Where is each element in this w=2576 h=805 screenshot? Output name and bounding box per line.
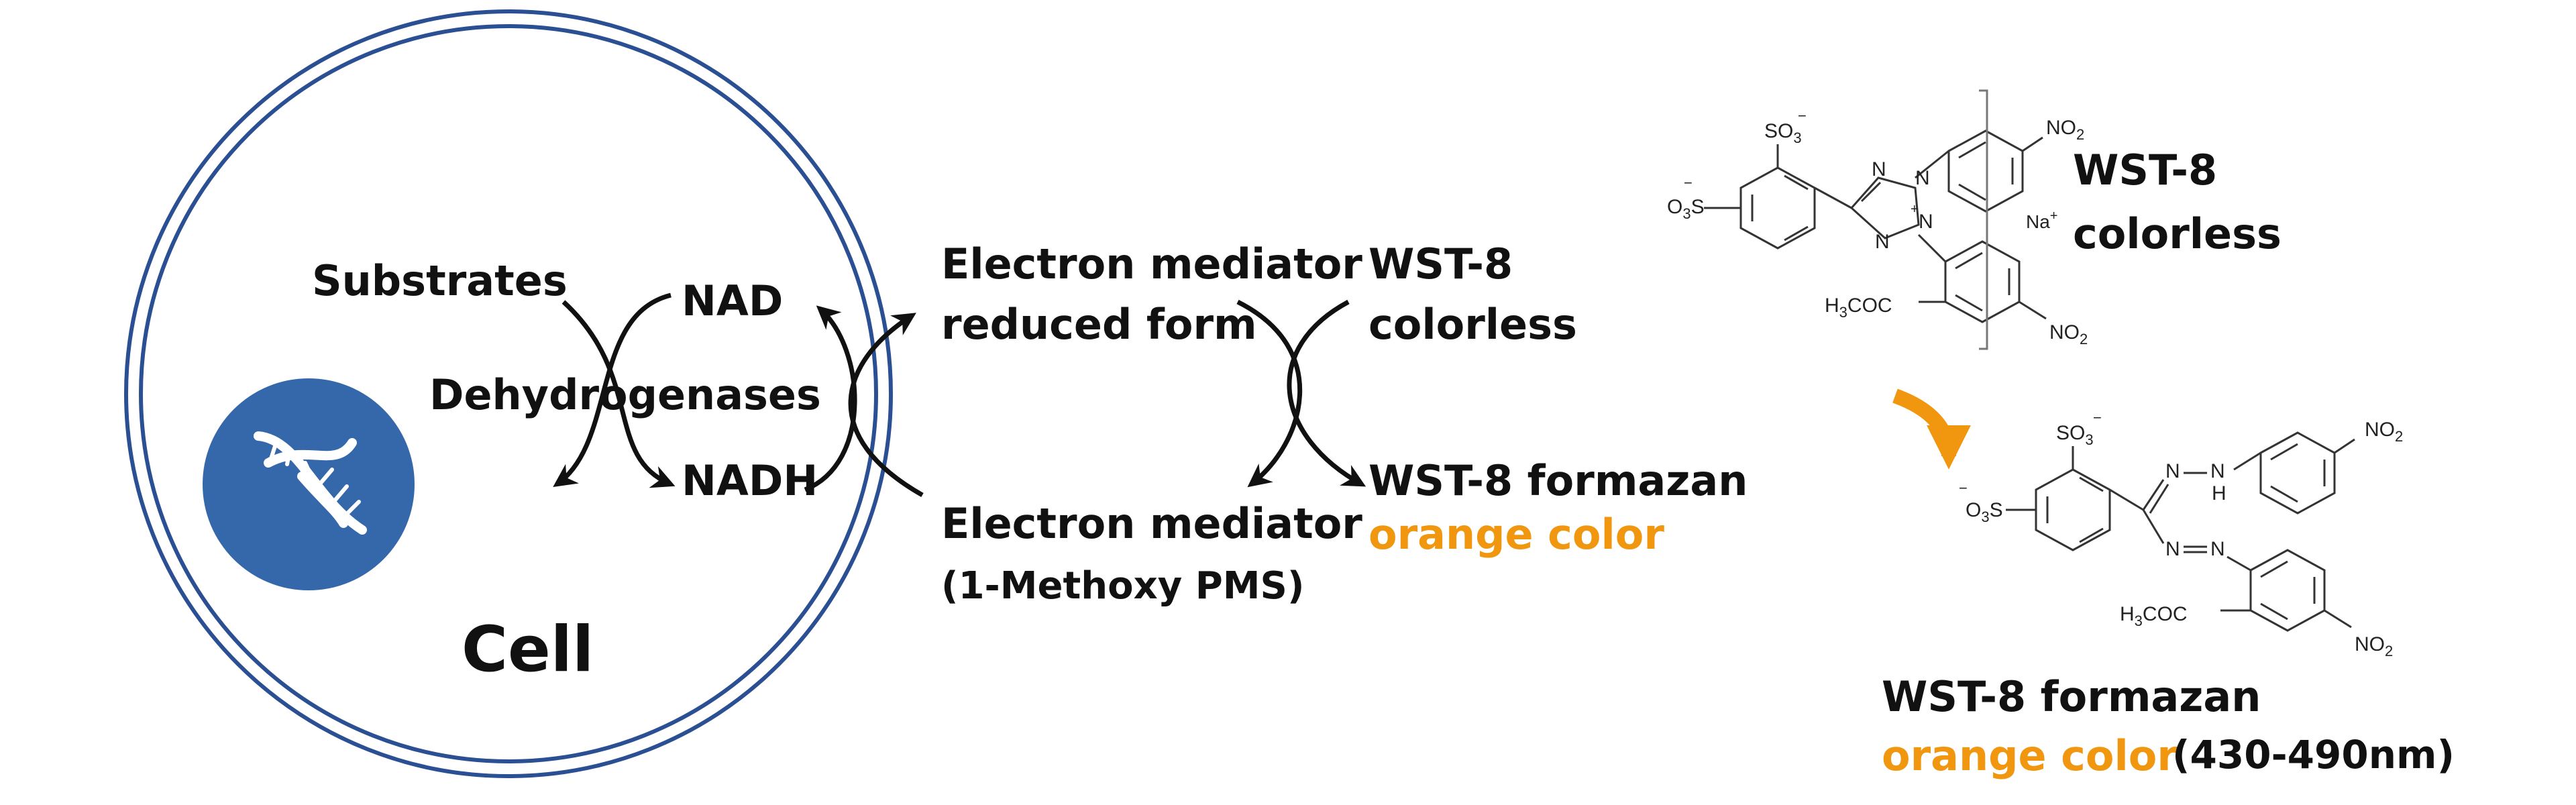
- nadh-label: NADH: [682, 456, 818, 505]
- so3-upper: SO3: [1764, 120, 1802, 146]
- so3-left: O3S: [1667, 196, 1705, 222]
- formazan-n-b: N: [2210, 460, 2225, 482]
- formazan-no2-top: NO2: [2365, 419, 2403, 445]
- dna-icon: [254, 431, 367, 535]
- mediator-group: Electron mediator reduced form Electron …: [941, 239, 1748, 608]
- formazan-so3-left-minus: −: [1959, 480, 1968, 496]
- mediator-oxidized-line1: Electron mediator: [941, 499, 1362, 548]
- dehydrogenase-reaction-arrows: [553, 292, 676, 488]
- formazan-no2-bottom: NO2: [2355, 633, 2393, 659]
- wavelength-label: (430-490nm): [2172, 732, 2455, 777]
- sodium-ion: Na+: [2026, 209, 2057, 232]
- mediator-oxidized-line2: (1-Methoxy PMS): [941, 564, 1304, 608]
- wst8-name-middle: WST-8: [1368, 239, 1513, 288]
- nucleus: [203, 378, 415, 590]
- formazan-so3-upper: SO3: [2056, 422, 2094, 448]
- wst8-name-right: WST-8: [2073, 146, 2217, 195]
- arrow-wst8-to-formazan: [1287, 299, 1366, 487]
- tetrazole-n4: N: [1875, 231, 1890, 253]
- arrow-mediator-reduced-to-oxidized: [1236, 299, 1303, 488]
- formazan-h: H: [2212, 482, 2226, 504]
- tetrazole-plus: +: [1911, 202, 1919, 217]
- arrow-substrates-to-nadh: [561, 300, 676, 488]
- tetrazole-n2: N: [1915, 167, 1930, 189]
- tetrazole-n1: N: [1872, 158, 1886, 180]
- nad-label: NAD: [682, 276, 783, 325]
- arrow-nad-to-product: [553, 292, 672, 487]
- substrates-label: Substrates: [312, 256, 568, 305]
- formazan-structure: SO3 − − O3S N N H N N NO2 NO2 H3COC WST-…: [1882, 409, 2455, 780]
- so3-left-minus: −: [1684, 174, 1693, 191]
- cell-group: Cell Substrates NAD Dehydrogenases NADH: [124, 9, 924, 778]
- arrow-mediator-reduce: [848, 313, 924, 498]
- formazan-so3-left: O3S: [1966, 499, 2003, 525]
- mediator-reduced-line2: reduced form: [941, 300, 1257, 349]
- wst8-colorless-middle: colorless: [1368, 300, 1577, 349]
- orange-color-middle: orange color: [1368, 510, 1664, 559]
- orange-color-right: orange color: [1882, 731, 2178, 780]
- cell-inner-membrane: [139, 24, 878, 763]
- wst8-structure: SO3 − − O3S NO2 NO2 N N N N + H3COC Na+ …: [1667, 89, 2282, 350]
- wst8-formazan-right: WST-8 formazan: [1882, 672, 2261, 721]
- no2-bottom: NO2: [2049, 321, 2088, 347]
- so3-upper-minus: −: [1798, 107, 1807, 124]
- formazan-n-c: N: [2165, 538, 2180, 560]
- acetyl-group-top: H3COC: [1825, 294, 1892, 321]
- reduction-arrow-orange: [1892, 388, 1971, 470]
- no2-top: NO2: [2046, 117, 2084, 143]
- formazan-acetyl-group: H3COC: [2120, 603, 2188, 629]
- cell-outer-membrane: [124, 9, 893, 778]
- formazan-n-d: N: [2210, 538, 2225, 560]
- mediator-reduced-line1: Electron mediator: [941, 239, 1362, 288]
- mediator-wst8-arrows: [1236, 299, 1366, 488]
- formazan-n-a: N: [2165, 460, 2180, 482]
- tetrazole-n3: N: [1919, 211, 1933, 233]
- nadh-mediator-arrows: [804, 305, 924, 498]
- cell-label: Cell: [462, 613, 594, 686]
- dehydrogenases-label: Dehydrogenases: [429, 370, 821, 419]
- wst8-colorless-right: colorless: [2073, 209, 2282, 258]
- arrow-nadh-to-nad: [804, 305, 857, 492]
- wst8-formazan-middle: WST-8 formazan: [1368, 456, 1748, 505]
- formazan-so3-upper-minus: −: [2093, 409, 2102, 426]
